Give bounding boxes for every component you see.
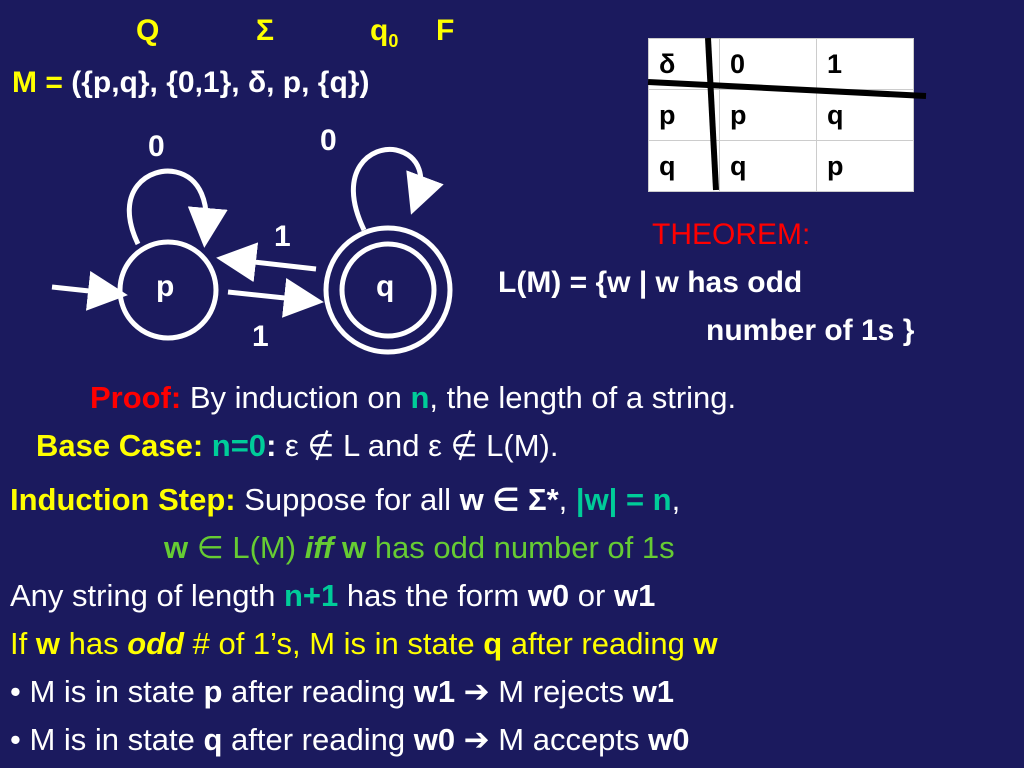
- loop-q-label: 0: [320, 124, 337, 157]
- table-cell: p: [816, 140, 914, 192]
- bullet-text-3: M accepts: [498, 722, 649, 757]
- base-case-colon: :: [266, 428, 277, 463]
- bullet-w1: w1: [413, 674, 456, 709]
- base-case-n0: n=0: [203, 428, 267, 463]
- induction-length: |w| = n: [575, 482, 672, 517]
- hypothesis-w: w: [164, 530, 189, 565]
- induction-comma-2: ,: [671, 482, 681, 517]
- bullet-w0-2: w0: [648, 722, 690, 757]
- theorem-line-1: L(M) = {w | w has odd: [498, 266, 803, 299]
- edge-q-to-p-label: 1: [274, 220, 291, 253]
- right-arrow-icon: ➔: [455, 722, 499, 757]
- bullet-accept-line: • M is in state q after reading w0 ➔ M a…: [10, 722, 690, 758]
- proof-text: By induction on: [181, 380, 411, 415]
- transition-table: δ 0 1 p p q q q p: [648, 38, 914, 192]
- table-header-cell: δ: [648, 38, 720, 90]
- any-string-text: Any string of length: [10, 578, 284, 613]
- induction-w: w: [459, 482, 484, 517]
- table-cell: q: [648, 140, 720, 192]
- label-q-set: Q: [136, 14, 160, 47]
- label-f: F: [436, 14, 455, 47]
- loop-p-arrow: [126, 168, 228, 248]
- table-cell: q: [719, 140, 817, 192]
- proof-line: Proof: By induction on n, the length of …: [90, 380, 736, 416]
- theorem-line-2: number of 1s }: [706, 314, 915, 347]
- hypothesis-text: has odd number of 1s: [366, 530, 675, 565]
- induction-comma: ,: [558, 482, 576, 517]
- table-row: p p q: [648, 89, 914, 141]
- if-text-3: # of 1’s, M is in state: [184, 626, 484, 661]
- any-string-or: or: [569, 578, 614, 613]
- machine-name: M: [12, 66, 37, 99]
- edge-p-to-q-arrow: [227, 278, 324, 318]
- table-header-cell: 0: [719, 38, 817, 90]
- if-q: q: [483, 626, 503, 661]
- any-string-line: Any string of length n+1 has the form w0…: [10, 578, 655, 614]
- bullet-q: q: [203, 722, 223, 757]
- if-odd-line: If w has odd # of 1’s, M is in state q a…: [10, 626, 718, 662]
- label-q0: q0: [370, 14, 399, 51]
- edge-q-to-p-arrow: [216, 242, 317, 283]
- bullet-text-3: M rejects: [498, 674, 633, 709]
- table-cell: p: [648, 89, 720, 141]
- machine-eq: =: [45, 66, 63, 99]
- bullet-text-2: after reading: [222, 722, 414, 757]
- hypothesis-w-2: w: [333, 530, 367, 565]
- theorem-title: THEOREM:: [652, 218, 811, 251]
- induction-step-line: Induction Step: Suppose for all w ∈ Σ*, …: [10, 482, 680, 518]
- hypothesis-in: ∈ L(M): [188, 530, 305, 565]
- loop-p-label: 0: [148, 130, 165, 163]
- if-w: w: [35, 626, 60, 661]
- right-arrow-icon: ➔: [455, 674, 499, 709]
- proof-text-2: , the length of a string.: [429, 380, 737, 415]
- proof-n: n: [410, 380, 430, 415]
- hypothesis-iff: iff: [304, 530, 334, 565]
- base-case-label: Base Case:: [36, 428, 204, 463]
- any-string-text-2: has the form: [338, 578, 528, 613]
- bullet-p: p: [203, 674, 223, 709]
- bullet-reject-line: • M is in state p after reading w1 ➔ M r…: [10, 674, 674, 710]
- bullet-w0: w0: [413, 722, 456, 757]
- table-cell: q: [816, 89, 914, 141]
- bullet-dot: •: [10, 674, 21, 709]
- if-w-2: w: [693, 626, 718, 661]
- if-odd: odd: [127, 626, 184, 661]
- induction-step-label: Induction Step:: [10, 482, 236, 517]
- if-text: If: [10, 626, 36, 661]
- any-string-w0: w0: [527, 578, 570, 613]
- bullet-text-2: after reading: [222, 674, 414, 709]
- bullet-text: M is in state: [20, 674, 204, 709]
- induction-sigma: ∈ Σ*: [483, 482, 559, 517]
- table-row: q q p: [648, 140, 914, 192]
- any-string-n1: n+1: [284, 578, 339, 613]
- base-case-text: ε ∉ L and ε ∉ L(M).: [276, 428, 559, 463]
- state-p-label: p: [156, 270, 175, 303]
- machine-definition: M = ({p,q}, {0,1}, δ, p, {q}): [12, 66, 369, 100]
- bullet-text: M is in state: [20, 722, 204, 757]
- label-sigma: Σ: [256, 14, 275, 47]
- edge-p-to-q-label: 1: [252, 320, 269, 353]
- table-header-row: δ 0 1: [648, 38, 914, 90]
- loop-q-arrow: [350, 146, 444, 232]
- any-string-w1: w1: [613, 578, 656, 613]
- start-arrow: [51, 270, 128, 311]
- bullet-dot: •: [10, 722, 21, 757]
- table-header-cell: 1: [816, 38, 914, 90]
- state-q-inner-circle: [339, 241, 437, 339]
- bullet-w1-2: w1: [632, 674, 674, 709]
- state-q-label: q: [376, 270, 395, 303]
- table-cell: p: [719, 89, 817, 141]
- induction-text: Suppose for all: [235, 482, 460, 517]
- if-text-2: has: [59, 626, 128, 661]
- if-text-4: after reading: [502, 626, 694, 661]
- base-case-line: Base Case: n=0: ε ∉ L and ε ∉ L(M).: [36, 428, 558, 464]
- proof-label: Proof:: [90, 380, 182, 415]
- induction-hypothesis-line: w ∈ L(M) iff w has odd number of 1s: [164, 530, 675, 566]
- machine-tuple: ({p,q}, {0,1}, δ, p, {q}): [71, 66, 370, 99]
- state-q-outer-circle: [323, 225, 453, 355]
